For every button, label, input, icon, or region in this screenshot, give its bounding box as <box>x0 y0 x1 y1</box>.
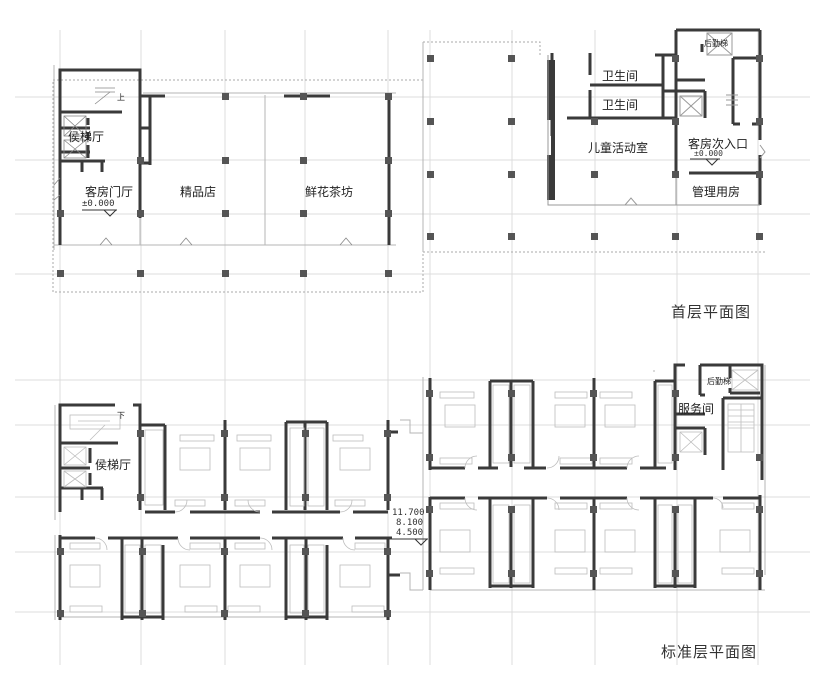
elevation-label-4500: 4.500 <box>396 528 424 538</box>
standard-floor-plan <box>54 363 766 620</box>
elevation-label-11700: 11.700 <box>392 508 425 518</box>
room-label-management: 管理用房 <box>692 185 741 199</box>
room-label-restroom-1: 卫生间 <box>602 69 639 83</box>
room-label-guest-side-entrance: 客房次入口 <box>688 137 749 151</box>
room-furniture <box>63 369 759 614</box>
grid-lines <box>15 30 810 665</box>
standard-columns <box>57 390 763 617</box>
elevation-label-lobby: ±0.000 <box>82 199 115 209</box>
stair-direction-up: 上 <box>117 93 125 102</box>
room-label-elevator-lobby-ground: 侯梯厅 <box>68 130 105 144</box>
ground-floor-plan <box>52 28 766 293</box>
room-label-kids-room: 儿童活动室 <box>588 141 649 155</box>
room-label-restroom-2: 卫生间 <box>602 98 639 112</box>
room-label-service-room: 服务间 <box>678 402 715 416</box>
stair-direction-down: 下 <box>117 411 125 420</box>
elevation-label-8100: 8.100 <box>396 518 424 528</box>
room-label-elevator-lobby-standard: 侯梯厅 <box>95 458 132 472</box>
room-label-service-elevator-ground: 后勤梯 <box>704 39 728 48</box>
standard-floor-title: 标准层平面图 <box>661 643 758 661</box>
ground-floor-title: 首层平面图 <box>671 303 752 321</box>
room-label-service-elevator-standard: 后勤梯 <box>707 377 731 386</box>
room-label-flower-tea: 鲜花茶坊 <box>305 185 354 199</box>
ground-columns <box>57 55 763 277</box>
room-label-boutique: 精品店 <box>180 185 217 199</box>
room-label-guest-lobby: 客房门厅 <box>85 185 134 199</box>
elevation-label-side-entrance: ±0.000 <box>694 149 723 158</box>
